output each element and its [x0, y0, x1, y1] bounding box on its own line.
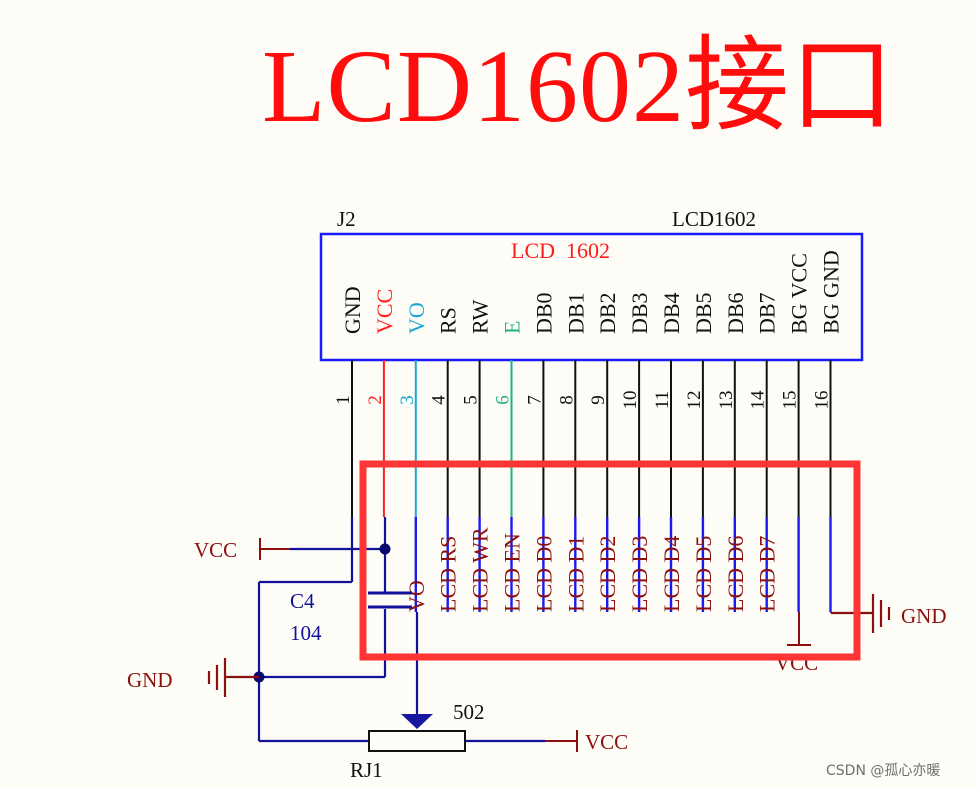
- potentiometer-rj1: [368, 730, 466, 752]
- gnd-left-label: GND: [127, 668, 173, 692]
- connector-body-label: LCD 1602: [511, 238, 610, 263]
- pin-number-14: 14: [748, 390, 769, 410]
- connector-pins: GND 1 VCC 2 VO 3 RS 4 RW 5 E 6 DB0 7 DB1 8 DB2 9 DB3 10 DB4 1…: [333, 250, 844, 517]
- net-wires: [414, 517, 832, 612]
- net-label: LCD D7: [755, 536, 780, 612]
- pin-number-5: 5: [461, 395, 482, 405]
- pin-number-3: 3: [397, 395, 418, 405]
- pin-name-14: DB7: [755, 292, 780, 334]
- pin-name-11: DB4: [659, 292, 684, 334]
- connector-ref: J2: [337, 207, 356, 231]
- pin-number-15: 15: [780, 391, 801, 410]
- pin-number-11: 11: [652, 391, 673, 409]
- capacitor-ref: C4: [290, 589, 315, 613]
- page-title: LCD1602接口: [262, 29, 896, 144]
- net-label: LCD EN: [500, 533, 525, 612]
- pin-name-9: DB2: [595, 292, 620, 334]
- pin-number-1: 1: [333, 395, 354, 405]
- pin-name-10: DB3: [627, 292, 652, 334]
- pin-name-15: BG VCC: [787, 253, 812, 334]
- pin-number-4: 4: [429, 395, 450, 405]
- pin-name-2: VCC: [372, 289, 397, 334]
- pin-number-13: 13: [716, 391, 737, 410]
- pin-number-10: 10: [620, 391, 641, 410]
- pin-name-12: DB5: [691, 292, 716, 334]
- pin-name-7: DB0: [531, 292, 556, 334]
- connector-body: [319, 232, 864, 362]
- net-label: LCD D2: [595, 536, 620, 612]
- wiper-arrow-icon: [401, 714, 433, 729]
- pin-number-9: 9: [588, 395, 609, 405]
- pin-number-16: 16: [812, 391, 833, 410]
- net-label: LCD WR: [468, 527, 493, 612]
- net-label: LCD D1: [563, 536, 588, 612]
- net-label: LCD D3: [627, 536, 652, 612]
- vcc-pin15-symbol: [787, 612, 811, 646]
- junction-dot: [379, 543, 391, 555]
- ground-left-icon: [207, 658, 259, 697]
- connector-part: LCD1602: [672, 207, 756, 231]
- capacitor-value: 104: [290, 621, 322, 645]
- pin-name-3: VO: [404, 302, 429, 334]
- vcc-bottom-symbol: [545, 730, 578, 752]
- net-label: LCD D5: [691, 536, 716, 612]
- vcc-left-symbol: [259, 538, 290, 560]
- pin-name-5: RW: [468, 300, 493, 334]
- left-circuit: [257, 517, 545, 743]
- net-label: LCD D6: [723, 536, 748, 612]
- pin-number-12: 12: [684, 391, 705, 410]
- vcc-bottom-label: VCC: [585, 730, 628, 754]
- watermark: CSDN @孤心亦暖: [826, 763, 941, 779]
- capacitor-c4: [368, 591, 412, 609]
- pin-name-16: BG GND: [819, 250, 844, 334]
- pin-name-8: DB1: [563, 292, 588, 334]
- pin-number-2: 2: [365, 395, 386, 405]
- potentiometer-value: 502: [453, 700, 485, 724]
- net-label: LCD D4: [659, 536, 684, 612]
- pin-number-7: 7: [524, 395, 545, 405]
- vcc-left-label: VCC: [194, 538, 237, 562]
- pin-number-8: 8: [556, 395, 577, 405]
- net-label: LCD RS: [436, 536, 461, 612]
- ground-right-icon: [829, 594, 891, 633]
- pin-name-13: DB6: [723, 292, 748, 334]
- potentiometer-ref: RJ1: [350, 758, 383, 782]
- pin-name-6: E: [500, 321, 525, 334]
- pin-number-6: 6: [493, 395, 514, 405]
- net-label: LCD D0: [531, 536, 556, 612]
- pin-name-4: RS: [436, 307, 461, 334]
- pin-name-1: GND: [340, 286, 365, 334]
- gnd-right-label: GND: [901, 604, 947, 628]
- highlight-box: [359, 460, 861, 661]
